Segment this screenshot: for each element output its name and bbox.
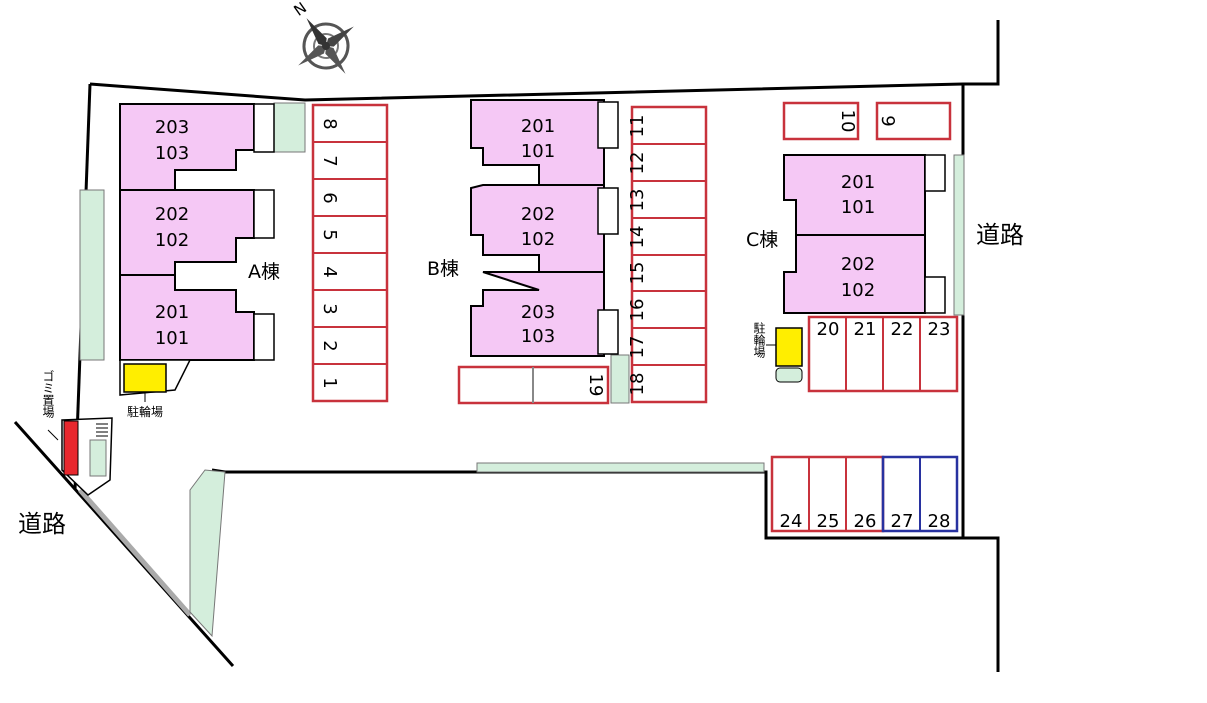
parking-space-5: 5 [319,229,340,240]
parking-space-4: 4 [319,266,340,277]
parking-space-22: 22 [891,319,914,340]
building-b: 201 101 202 102 203 103 B棟 [427,99,619,357]
parking-column-a: 8 7 6 5 4 3 2 1 [311,103,389,403]
parking-space-7: 7 [319,155,340,166]
parking-space-25: 25 [817,511,840,532]
parking-space-3: 3 [319,303,340,314]
building-b-unit-103: 103 [521,326,555,347]
building-a-unit-203: 203 [155,117,189,138]
parking-space-15: 15 [627,262,648,285]
garbage-station-label: ゴミ置場 [41,369,55,419]
building-a-label: A棟 [248,261,280,283]
road-label-right: 道路 [976,221,1024,249]
building-c-unit-102: 102 [841,280,875,301]
bicycle-parking-a: 駐輪場 [123,363,167,419]
parking-space-9: 9 [877,115,898,126]
building-a-unit-201: 201 [155,302,189,323]
parking-row-c: 20 21 22 23 [807,315,959,393]
building-a: 203 103 202 102 201 101 A棟 [119,103,280,396]
building-c: 201 101 202 102 C棟 [746,154,946,314]
road-label-left: 道路 [18,510,66,538]
building-b-unit-203: 203 [521,302,555,323]
building-c-label: C棟 [746,229,778,251]
parking-space-8: 8 [319,118,340,129]
bicycle-parking-c-label: 駐輪場 [752,321,766,359]
building-c-unit-201: 201 [841,172,875,193]
parking-space-2: 2 [319,340,340,351]
parking-space-21: 21 [854,319,877,340]
parking-space-24: 24 [780,511,803,532]
building-a-unit-101: 101 [155,328,189,349]
parking-space-12: 12 [627,152,648,175]
parking-space-17: 17 [627,336,648,359]
parking-space-20: 20 [817,319,840,340]
bicycle-parking-a-label: 駐輪場 [127,404,163,419]
parking-space-14: 14 [627,226,648,249]
parking-space-26: 26 [854,511,877,532]
building-b-unit-102: 102 [521,229,555,250]
parking-space-1: 1 [319,377,340,388]
parking-space-18: 18 [627,373,648,396]
building-b-label: B棟 [427,258,459,280]
building-a-unit-102: 102 [155,230,189,251]
building-a-unit-202: 202 [155,204,189,225]
building-c-unit-202: 202 [841,254,875,275]
parking-column-b: 11 12 13 14 15 16 17 18 [627,105,708,404]
parking-space-19-block: 19 [457,365,610,405]
building-c-unit-101: 101 [841,197,875,218]
building-b-unit-201: 201 [521,116,555,137]
parking-space-11: 11 [627,115,648,138]
road-edge-gray [78,488,192,617]
compass-icon: N [290,0,354,74]
parking-space-6: 6 [319,192,340,203]
bicycle-parking-c: 駐輪場 [752,321,803,383]
parking-row-bottom: 24 25 26 27 28 [770,455,959,533]
parking-space-13: 13 [627,189,648,212]
building-b-unit-101: 101 [521,141,555,162]
building-b-unit-202: 202 [521,204,555,225]
building-a-unit-103: 103 [155,143,189,164]
parking-space-28: 28 [928,511,951,532]
parking-space-10: 10 [837,110,858,133]
parking-space-23: 23 [928,319,951,340]
garbage-station: ゴミ置場 [41,369,113,496]
compass-north-label: N [290,0,310,20]
parking-space-16: 16 [627,299,648,322]
parking-space-19: 19 [585,374,606,397]
parking-space-27: 27 [891,511,914,532]
parking-top-right: 10 9 [782,101,952,141]
